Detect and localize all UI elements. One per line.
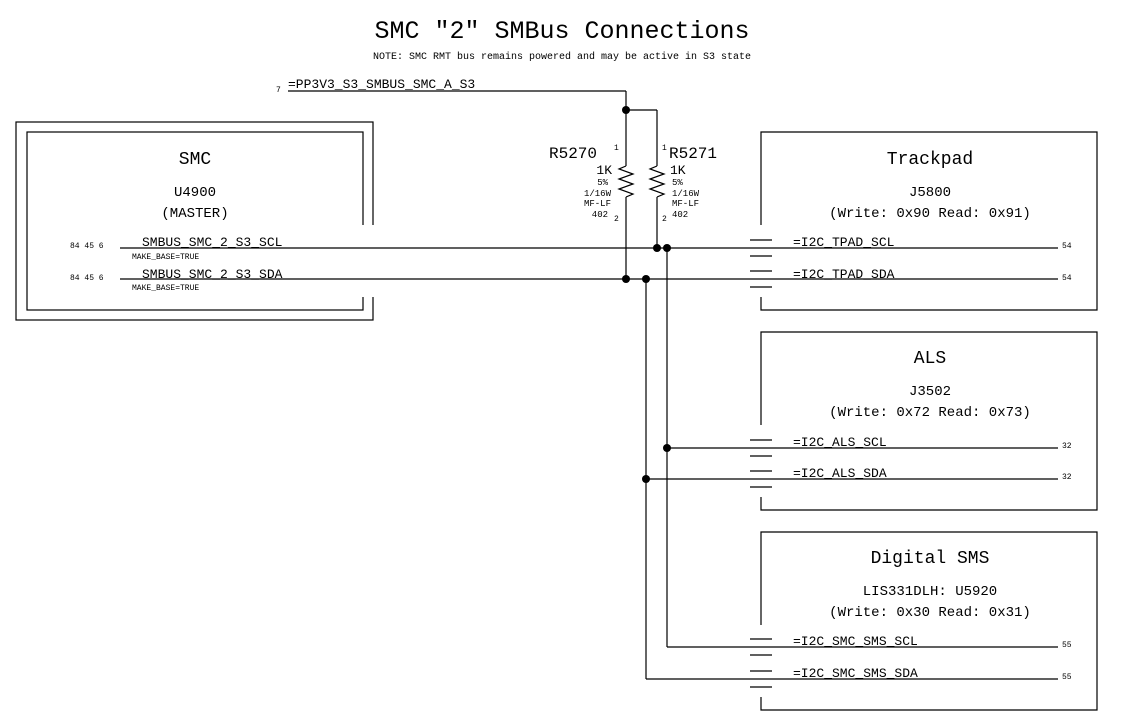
r5271-power: 1/16W — [672, 189, 700, 199]
als-sda-page: 32 — [1062, 473, 1072, 482]
power-rail-label: =PP3V3_S3_SMBUS_SMC_A_S3 — [288, 77, 475, 92]
smc-role: (MASTER) — [161, 206, 228, 222]
trackpad-scl-connector — [750, 239, 772, 257]
sms-frame — [760, 531, 1098, 711]
r5270-ref: R5270 — [549, 145, 597, 163]
r5271-value: 1K — [670, 163, 686, 178]
als-scl-connector — [750, 439, 772, 457]
sms-sda-connector — [750, 670, 772, 688]
junction-dot — [653, 244, 661, 252]
sms-sda-page: 55 — [1062, 673, 1072, 682]
junction-dot — [642, 275, 650, 283]
page-title: SMC "2" SMBus Connections — [374, 17, 749, 46]
sms-address: (Write: 0x30 Read: 0x31) — [829, 605, 1031, 621]
r5271-ref: R5271 — [669, 145, 717, 163]
r5270-pin2: 2 — [614, 215, 619, 224]
r5271-pin1: 1 — [662, 144, 667, 153]
als-title: ALS — [914, 349, 946, 369]
junction-dot — [642, 475, 650, 483]
smc-sda-label: SMBUS_SMC_2_S3_SDA — [142, 267, 283, 282]
trackpad-frame — [760, 131, 1098, 311]
junction-dot — [622, 275, 630, 283]
r5270-pin1: 1 — [614, 144, 619, 153]
smc-scl-pages: 84 45 6 — [70, 242, 104, 251]
trackpad-scl-label: =I2C_TPAD_SCL — [793, 235, 894, 250]
sms-refdes: LIS331DLH: U5920 — [863, 584, 997, 600]
trackpad-sda-label: =I2C_TPAD_SDA — [793, 267, 895, 282]
note-text: NOTE: SMC RMT bus remains powered and ma… — [373, 51, 751, 63]
junction-dot — [663, 244, 671, 252]
sms-title: Digital SMS — [871, 549, 990, 569]
r5270-type: MF-LF — [584, 199, 611, 209]
junction-dot — [663, 444, 671, 452]
trackpad-scl-page: 54 — [1062, 242, 1072, 251]
sms-scl-label: =I2C_SMC_SMS_SCL — [793, 634, 918, 649]
r5270-power: 1/16W — [584, 189, 612, 199]
r5270-resistor-symbol — [617, 165, 635, 198]
r5271-tolerance: 5% — [672, 178, 683, 188]
smc-scl-label: SMBUS_SMC_2_S3_SCL — [142, 235, 282, 250]
r5271-pin2: 2 — [662, 215, 667, 224]
smc-scl-prop: MAKE_BASE=TRUE — [132, 253, 199, 262]
als-refdes: J3502 — [909, 384, 951, 400]
trackpad-refdes: J5800 — [909, 185, 951, 201]
smc-inner-frame — [26, 131, 364, 311]
smc-sda-prop: MAKE_BASE=TRUE — [132, 284, 199, 293]
r5270-size: 402 — [592, 210, 608, 220]
smc-outer-frame — [15, 121, 374, 321]
trackpad-address: (Write: 0x90 Read: 0x91) — [829, 206, 1031, 222]
als-sda-connector — [750, 470, 772, 488]
r5270-value: 1K — [596, 163, 612, 178]
sms-scl-connector — [750, 638, 772, 656]
als-scl-label: =I2C_ALS_SCL — [793, 435, 887, 450]
smc-frame-gap — [360, 225, 380, 297]
sms-scl-page: 55 — [1062, 641, 1072, 650]
r5271-resistor-symbol — [648, 165, 666, 198]
smc-title: SMC — [179, 150, 212, 170]
r5270-tolerance: 5% — [597, 178, 608, 188]
als-scl-page: 32 — [1062, 442, 1072, 451]
als-frame — [760, 331, 1098, 511]
trackpad-title: Trackpad — [887, 150, 973, 170]
r5271-size: 402 — [672, 210, 688, 220]
junction-dot — [622, 106, 630, 114]
smc-sda-pages: 84 45 6 — [70, 274, 104, 283]
sms-sda-label: =I2C_SMC_SMS_SDA — [793, 666, 918, 681]
smc-refdes: U4900 — [174, 185, 216, 201]
trackpad-sda-connector — [750, 270, 772, 288]
power-rail-pin: 7 — [276, 86, 281, 95]
als-address: (Write: 0x72 Read: 0x73) — [829, 405, 1031, 421]
als-sda-label: =I2C_ALS_SDA — [793, 466, 887, 481]
trackpad-sda-page: 54 — [1062, 274, 1072, 283]
r5271-type: MF-LF — [672, 199, 699, 209]
